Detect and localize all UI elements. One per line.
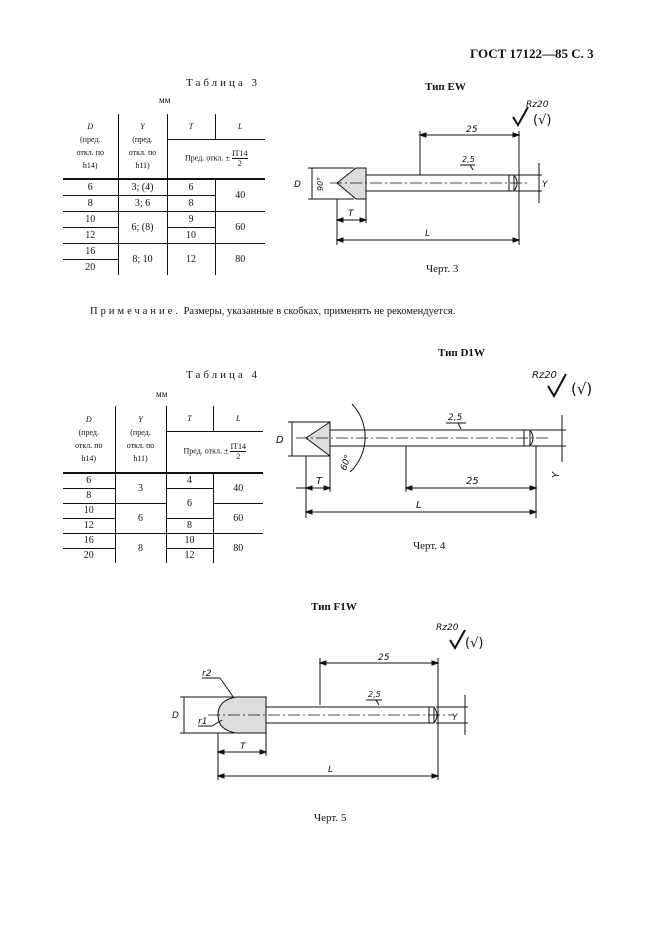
- table3-cell: 20: [63, 259, 119, 275]
- table4-cell: 4: [166, 473, 214, 489]
- figure3-label-t: T: [348, 209, 355, 219]
- table3-cell: 60: [215, 211, 265, 244]
- figure5-dim-25: 25: [378, 653, 390, 663]
- figure4-label-t: T: [316, 476, 323, 487]
- figure3-rz: Rz20: [526, 100, 549, 110]
- figure4-label-d: D: [276, 435, 284, 446]
- figure3-dim-90: 90°: [316, 177, 325, 191]
- table4-cell: 8: [63, 488, 116, 504]
- figure4-type-label: Тип D1W: [438, 347, 485, 359]
- table4-cell: 6: [63, 473, 116, 489]
- figure3-label-l: L: [425, 229, 430, 239]
- figure4-rz: Rz20: [532, 370, 557, 381]
- figure3-dim-25: 25: [466, 125, 478, 135]
- figure4-label-l: L: [416, 500, 422, 511]
- table4-cell: 16: [63, 533, 116, 549]
- figure4-drawing: Rz20 (√) 2,5 D 60° Y T 25: [276, 370, 592, 518]
- table4-cell: 80: [233, 542, 244, 554]
- figure4-check-paren: (√): [571, 380, 592, 398]
- table4-cell: 8: [166, 518, 214, 534]
- figure3-type-label: Тип EW: [425, 81, 466, 93]
- table4-caption: Таблица 4: [186, 369, 261, 381]
- table3-cell: 10: [63, 211, 119, 228]
- figure4-dim-25: 25: [466, 476, 479, 487]
- page-header: ГОСТ 17122—85 С. 3: [470, 46, 594, 61]
- table4-cell: 40: [213, 473, 263, 504]
- table3-cell: 3; 6: [118, 195, 168, 212]
- table4-unit: мм: [156, 389, 168, 399]
- table4-cell: 12: [166, 548, 214, 563]
- table3-cell: 80: [235, 253, 246, 265]
- table3-cell: 9: [167, 211, 216, 228]
- note-text: Размеры, указанные в скобках, применять …: [183, 306, 456, 317]
- figure5-label-l: L: [328, 765, 333, 775]
- figure3-label-d: D: [294, 180, 301, 190]
- table3-cell: 6; (8): [118, 211, 168, 244]
- table3-cell: 8; 10: [118, 243, 168, 275]
- figure5-dim-2-5: 2,5: [368, 690, 381, 699]
- table3-cell: 12: [63, 227, 119, 244]
- table3-cell: 6: [167, 179, 216, 196]
- figure4-dim-60: 60°: [339, 454, 354, 472]
- figure5-check-paren: (√): [465, 636, 483, 651]
- note-prefix: Примечание.: [90, 306, 181, 317]
- figure4-dim-2-5: 2,5: [448, 413, 463, 423]
- table4-cell: 20: [63, 548, 116, 563]
- figure3-label-y: Y: [542, 180, 549, 190]
- table3-cell: 16: [63, 243, 119, 260]
- figure5-rz: Rz20: [436, 623, 459, 633]
- figure4-label-y: Y: [551, 471, 562, 478]
- figure5-label-r2: r2: [202, 669, 212, 679]
- figure5-label-y: Y: [452, 713, 459, 723]
- table4-cell: 8: [115, 533, 167, 563]
- roughness-check-icon: [512, 106, 529, 127]
- table3-cell: 12: [167, 243, 216, 275]
- table3-cell: 40: [215, 179, 265, 212]
- table3-cell: 10: [167, 227, 216, 244]
- table3-caption: Таблица 3: [186, 77, 261, 89]
- figure3-dim-2-5: 2,5: [462, 155, 475, 164]
- table4-cell: 10: [166, 533, 214, 549]
- table4-header-t: T: [166, 406, 214, 432]
- table3-cell: 6: [63, 179, 119, 196]
- figure5-caption: Черт. 5: [314, 812, 347, 824]
- table3-unit: мм: [159, 95, 171, 105]
- table4-cell: 10: [63, 503, 116, 519]
- figure5-label-d: D: [172, 711, 179, 721]
- figure5-type-label: Тип F1W: [311, 601, 357, 613]
- table3-cell: 8: [63, 195, 119, 212]
- table3-header-t: T: [167, 114, 216, 140]
- table4-cell: 6: [166, 488, 214, 519]
- figure5-label-t: T: [240, 742, 247, 752]
- note: Примечание. Размеры, указанные в скобках…: [90, 306, 455, 317]
- table4-cell: 12: [63, 518, 116, 534]
- table3-cell: 3; (4): [118, 179, 168, 196]
- figure5-drawing: Rz20 (√) 25 2,5 r2 r1 D Y T: [172, 623, 483, 780]
- figure3-check-paren: (√): [533, 113, 551, 128]
- table4-header-l: L: [213, 406, 263, 432]
- table4-cell: 60: [213, 503, 263, 534]
- table3-cell: 8: [167, 195, 216, 212]
- roughness-check-icon: [547, 373, 567, 399]
- table3-header-l: L: [215, 114, 265, 140]
- roughness-check-icon: [449, 629, 466, 650]
- table4-cell: 3: [115, 473, 167, 504]
- figure4-caption: Черт. 4: [413, 540, 446, 552]
- abrasive-head: [336, 167, 367, 200]
- table4-cell: 6: [115, 503, 167, 534]
- figure3-drawing: Rz20 (√) 25 2,5 D 90° Y T L: [294, 100, 551, 245]
- figure5-label-r1: r1: [198, 717, 207, 727]
- figure3-caption: Черт. 3: [426, 263, 459, 275]
- abrasive-head: [305, 421, 331, 457]
